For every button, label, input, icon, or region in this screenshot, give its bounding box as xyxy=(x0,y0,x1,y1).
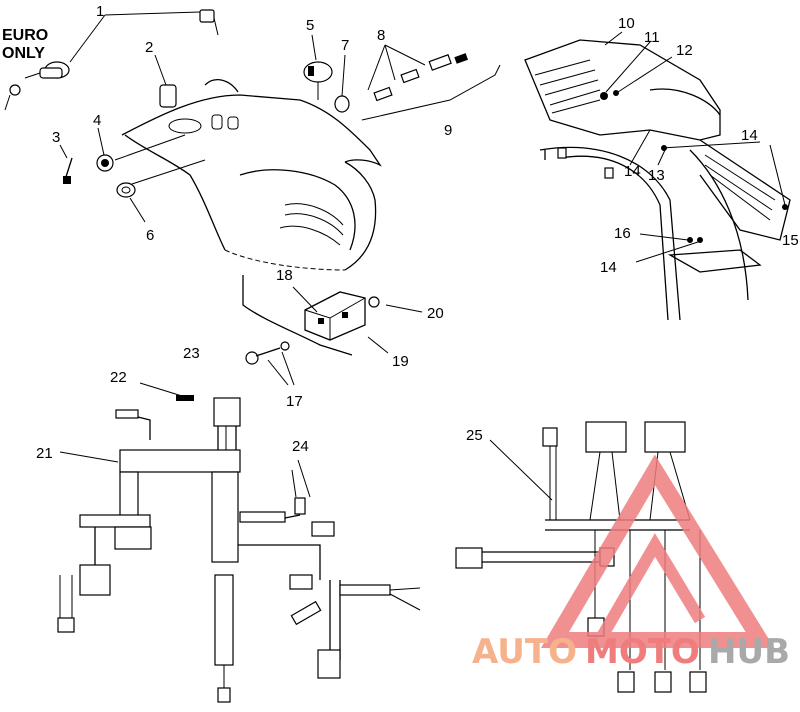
key-switch-drawing xyxy=(4,9,219,111)
bracket-part xyxy=(159,84,177,108)
callout-1: 1 xyxy=(96,3,104,20)
callout-2: 2 xyxy=(145,39,153,56)
callout-14-lower: 14 xyxy=(600,259,617,276)
callout-8: 8 xyxy=(377,27,385,44)
callout-3: 3 xyxy=(52,129,60,146)
callout-14-upper: 14 xyxy=(741,127,758,144)
main-wiring-harness xyxy=(57,382,421,703)
callout-18: 18 xyxy=(276,267,293,284)
callout-21: 21 xyxy=(36,445,53,462)
callout-7: 7 xyxy=(341,37,349,54)
callout-14-middle: 14 xyxy=(624,163,641,180)
euro-only-note-line1: EURO xyxy=(2,27,48,44)
fender-assembly-drawing xyxy=(524,31,791,321)
euro-only-note-line2: ONLY xyxy=(2,45,45,62)
callout-19: 19 xyxy=(392,353,409,370)
watermark-auto-text: AUTO xyxy=(472,632,577,672)
callout-20: 20 xyxy=(427,305,444,322)
socket-part xyxy=(303,61,333,100)
callout-9: 9 xyxy=(444,122,452,139)
callout-13: 13 xyxy=(648,167,665,184)
callout-6: 6 xyxy=(146,227,154,244)
callout-11: 11 xyxy=(644,29,660,46)
callout-4: 4 xyxy=(93,112,101,129)
watermark-moto-text: MOTO xyxy=(585,632,700,672)
watermark-hub-text: HUB xyxy=(708,632,790,672)
callout-25: 25 xyxy=(466,427,483,444)
callout-24: 24 xyxy=(292,438,309,455)
callout-16: 16 xyxy=(614,225,631,242)
washer-part xyxy=(334,95,350,113)
callout-17: 17 xyxy=(286,393,303,410)
watermark-logo xyxy=(541,454,775,648)
callout-5: 5 xyxy=(306,17,314,34)
ring-part xyxy=(116,159,206,198)
nut-part xyxy=(96,134,186,172)
wiring-callout-bracket xyxy=(361,64,501,121)
callout-10: 10 xyxy=(618,15,635,32)
watermark-triangle xyxy=(541,454,775,648)
callout-22: 22 xyxy=(110,369,127,386)
callout-12: 12 xyxy=(676,42,693,59)
callout-23: 23 xyxy=(183,345,200,362)
connector-set xyxy=(367,44,469,102)
relay-mount-drawing xyxy=(242,275,423,386)
callout-15: 15 xyxy=(782,232,799,249)
hood-panel-drawing xyxy=(121,79,382,271)
screw-part xyxy=(63,157,73,184)
